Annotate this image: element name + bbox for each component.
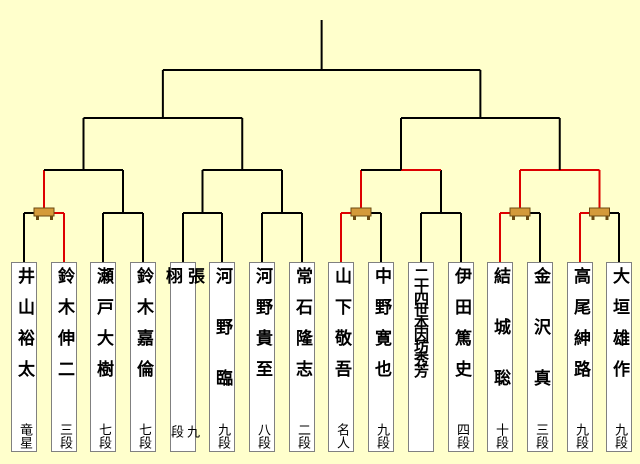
player-card: 金沢真三段 [527, 262, 553, 452]
player-card: 河野臨九段 [209, 262, 235, 452]
player-card: 中野寛也九段 [368, 262, 394, 452]
player-rank: 三段 [57, 423, 72, 449]
player-rank: 七段 [96, 423, 111, 449]
player-name: 瀬戸大樹 [93, 267, 113, 391]
player-card: 河野貴至八段 [249, 262, 275, 452]
player-name: 中野寛也 [371, 267, 391, 391]
player-card: 結城聡十段 [487, 262, 513, 452]
go-board-icon [589, 207, 610, 220]
player-card: 井山裕太竜星 [11, 262, 37, 452]
player-card: 大垣雄作九段 [606, 262, 632, 452]
player-card: 瀬戸大樹七段 [90, 262, 116, 452]
player-name: 二十四世本因坊秀芳 [412, 267, 430, 375]
player-card: 山下敬吾名人 [328, 262, 354, 452]
player-rank: 八段 [255, 423, 270, 449]
player-card: 高尾紳路九段 [567, 262, 593, 452]
player-name: 結城聡 [490, 267, 510, 420]
player-rank: 二段 [295, 423, 310, 449]
player-card: 伊田篤史四段 [448, 262, 474, 452]
player-rank: 名人 [334, 423, 349, 449]
player-card: 二十四世本因坊秀芳 [408, 262, 434, 452]
player-card: 鈴木嘉倫七段 [130, 262, 156, 452]
player-rank: 九段 [374, 423, 389, 449]
player-rank: 竜星 [17, 423, 32, 449]
player-name: 伊田篤史 [451, 267, 471, 391]
player-name: 鈴木嘉倫 [133, 267, 153, 391]
player-rank: 十段 [493, 423, 508, 449]
player-rank: 九段 [168, 424, 199, 438]
player-name: 金沢真 [530, 267, 550, 420]
player-card: 常石隆志二段 [289, 262, 315, 452]
player-rank: 七段 [136, 423, 151, 449]
player-card: 鈴木伸二三段 [51, 262, 77, 452]
player-card: 張栩九段 [162, 262, 204, 452]
player-name: 高尾紳路 [570, 267, 590, 391]
player-name: 河野臨 [212, 267, 232, 420]
player-name: 大垣雄作 [609, 267, 629, 391]
player-rank: 九段 [612, 423, 627, 449]
player-name: 井山裕太 [14, 267, 34, 391]
player-rank: 四段 [454, 423, 469, 449]
go-board-icon [509, 207, 531, 220]
go-board-icon [33, 207, 55, 220]
player-name: 河野貴至 [252, 267, 272, 391]
player-name: 常石隆志 [292, 267, 312, 391]
go-board-icon [350, 207, 372, 220]
player-name: 鈴木伸二 [54, 267, 74, 391]
player-name: 山下敬吾 [331, 267, 351, 391]
player-rank: 三段 [533, 423, 548, 449]
player-rank: 九段 [215, 423, 230, 449]
player-name: 張栩 [162, 267, 204, 352]
player-rank: 九段 [573, 423, 588, 449]
